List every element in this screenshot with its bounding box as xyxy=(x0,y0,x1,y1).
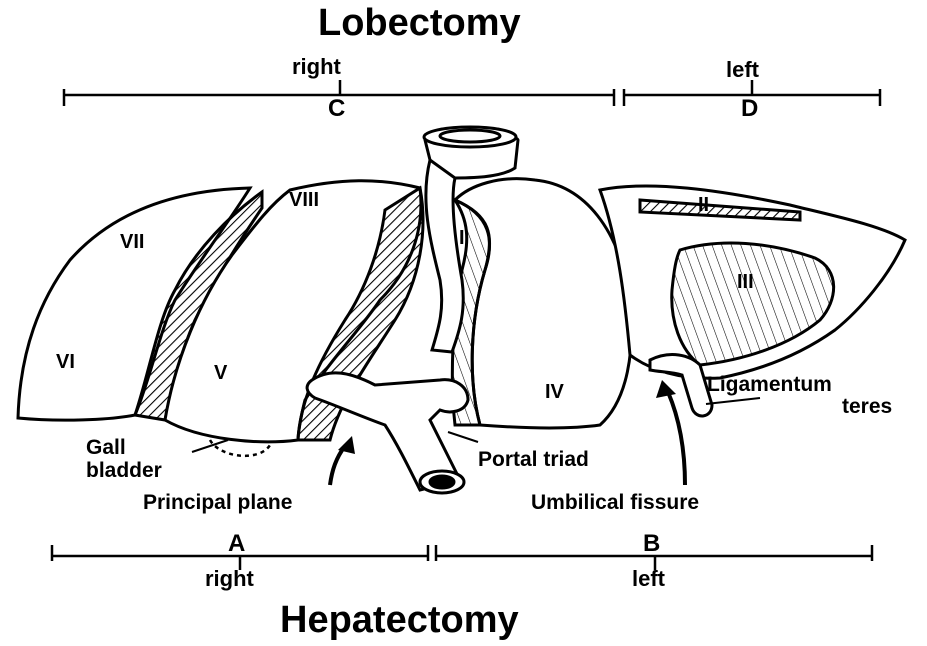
label-top-right-side: right xyxy=(292,56,341,78)
label-umbilical-fissure: Umbilical fissure xyxy=(531,492,699,513)
segment-label-iii: III xyxy=(737,272,754,292)
segment-label-iv: IV xyxy=(545,382,564,402)
label-teres: teres xyxy=(842,396,892,417)
label-bottom-right-letter: A xyxy=(228,532,245,556)
label-bottom-right-side: right xyxy=(205,568,254,590)
label-top-left-side: left xyxy=(726,59,759,81)
segment-label-i: I xyxy=(459,228,465,248)
title-lobectomy: Lobectomy xyxy=(318,4,521,42)
label-principal-plane: Principal plane xyxy=(143,492,292,513)
segment-label-viii: VIII xyxy=(289,190,319,210)
segment-label-v: V xyxy=(214,363,227,383)
segment-label-ii: II xyxy=(698,195,709,215)
segment-label-vii: VII xyxy=(120,232,144,252)
label-gall: Gall xyxy=(86,437,126,458)
label-portal-triad: Portal triad xyxy=(478,449,589,470)
title-hepatectomy: Hepatectomy xyxy=(280,601,519,639)
label-bladder: bladder xyxy=(86,460,162,481)
label-top-left-letter: D xyxy=(741,97,758,121)
segment-label-vi: VI xyxy=(56,352,75,372)
label-top-right-letter: C xyxy=(328,97,345,121)
label-bottom-left-letter: B xyxy=(643,532,660,556)
label-ligamentum: Ligamentum xyxy=(707,374,832,395)
label-bottom-left-side: left xyxy=(632,568,665,590)
